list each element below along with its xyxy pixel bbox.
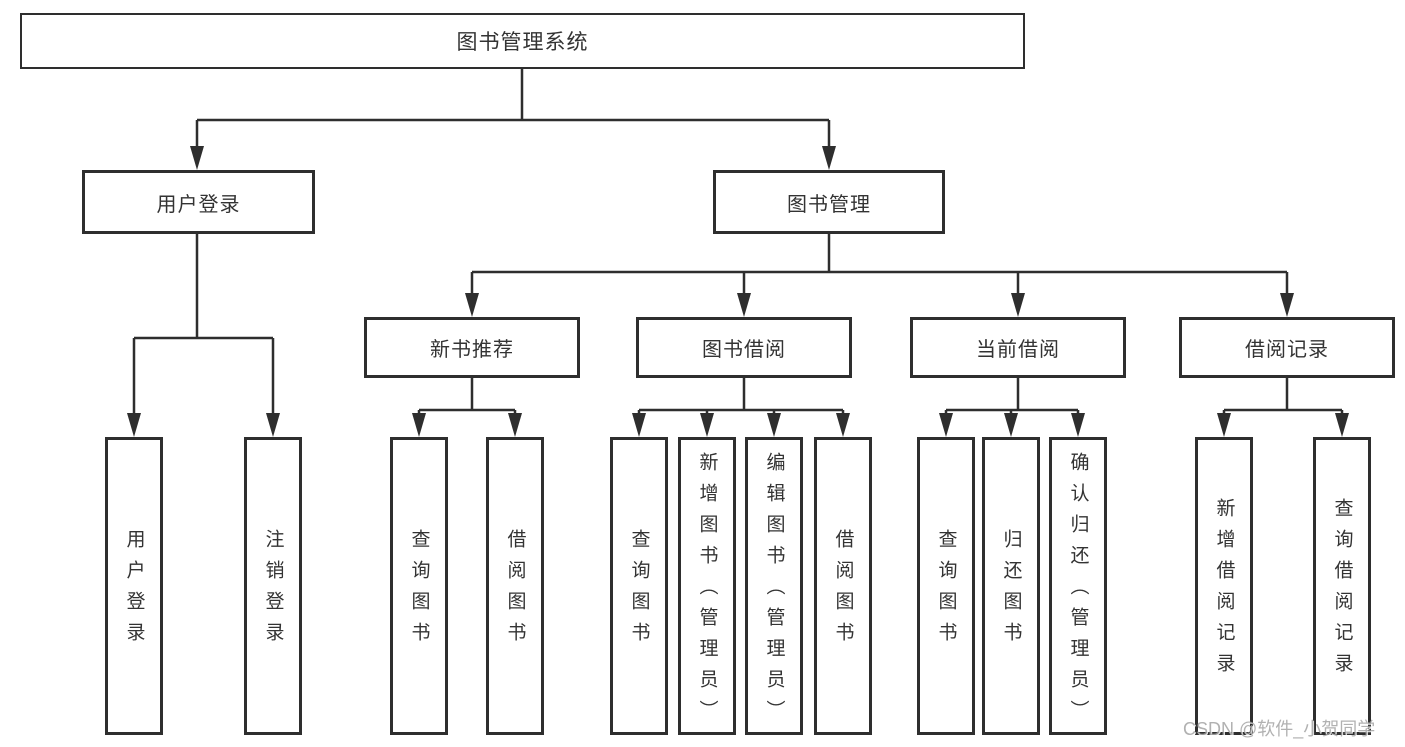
node-current-borrow: 当前借阅 (910, 317, 1126, 378)
connector-stems (132, 69, 1344, 414)
leaf-return-books: 归还图书 (982, 437, 1040, 735)
leaf-query-borrow-record: 查询借阅记录 (1313, 437, 1371, 735)
leaf-query-books-current: 查询图书 (917, 437, 975, 735)
leaf-borrow-books: 借阅图书 (814, 437, 872, 735)
leaf-edit-books-admin: 编辑图书（管理员） (745, 437, 803, 735)
node-book-management: 图书管理 (713, 170, 945, 234)
leaf-add-borrow-record: 新增借阅记录 (1195, 437, 1253, 735)
leaf-add-books-admin: 新增图书（管理员） (678, 437, 736, 735)
node-root-system: 图书管理系统 (20, 13, 1025, 69)
leaf-confirm-return-admin: 确认归还（管理员） (1049, 437, 1107, 735)
node-new-book-recommend: 新书推荐 (364, 317, 580, 378)
leaf-logout: 注销登录 (244, 437, 302, 735)
leaf-query-books-borrow: 查询图书 (610, 437, 668, 735)
node-book-borrow: 图书借阅 (636, 317, 852, 378)
node-user-login: 用户登录 (82, 170, 315, 234)
node-borrow-record: 借阅记录 (1179, 317, 1395, 378)
leaf-borrow-books-recommend: 借阅图书 (486, 437, 544, 735)
arrowheads (127, 146, 1349, 437)
leaf-query-books-recommend: 查询图书 (390, 437, 448, 735)
leaf-user-login: 用户登录 (105, 437, 163, 735)
csdn-watermark: CSDN @软件_小贺同学 (1183, 719, 1376, 739)
